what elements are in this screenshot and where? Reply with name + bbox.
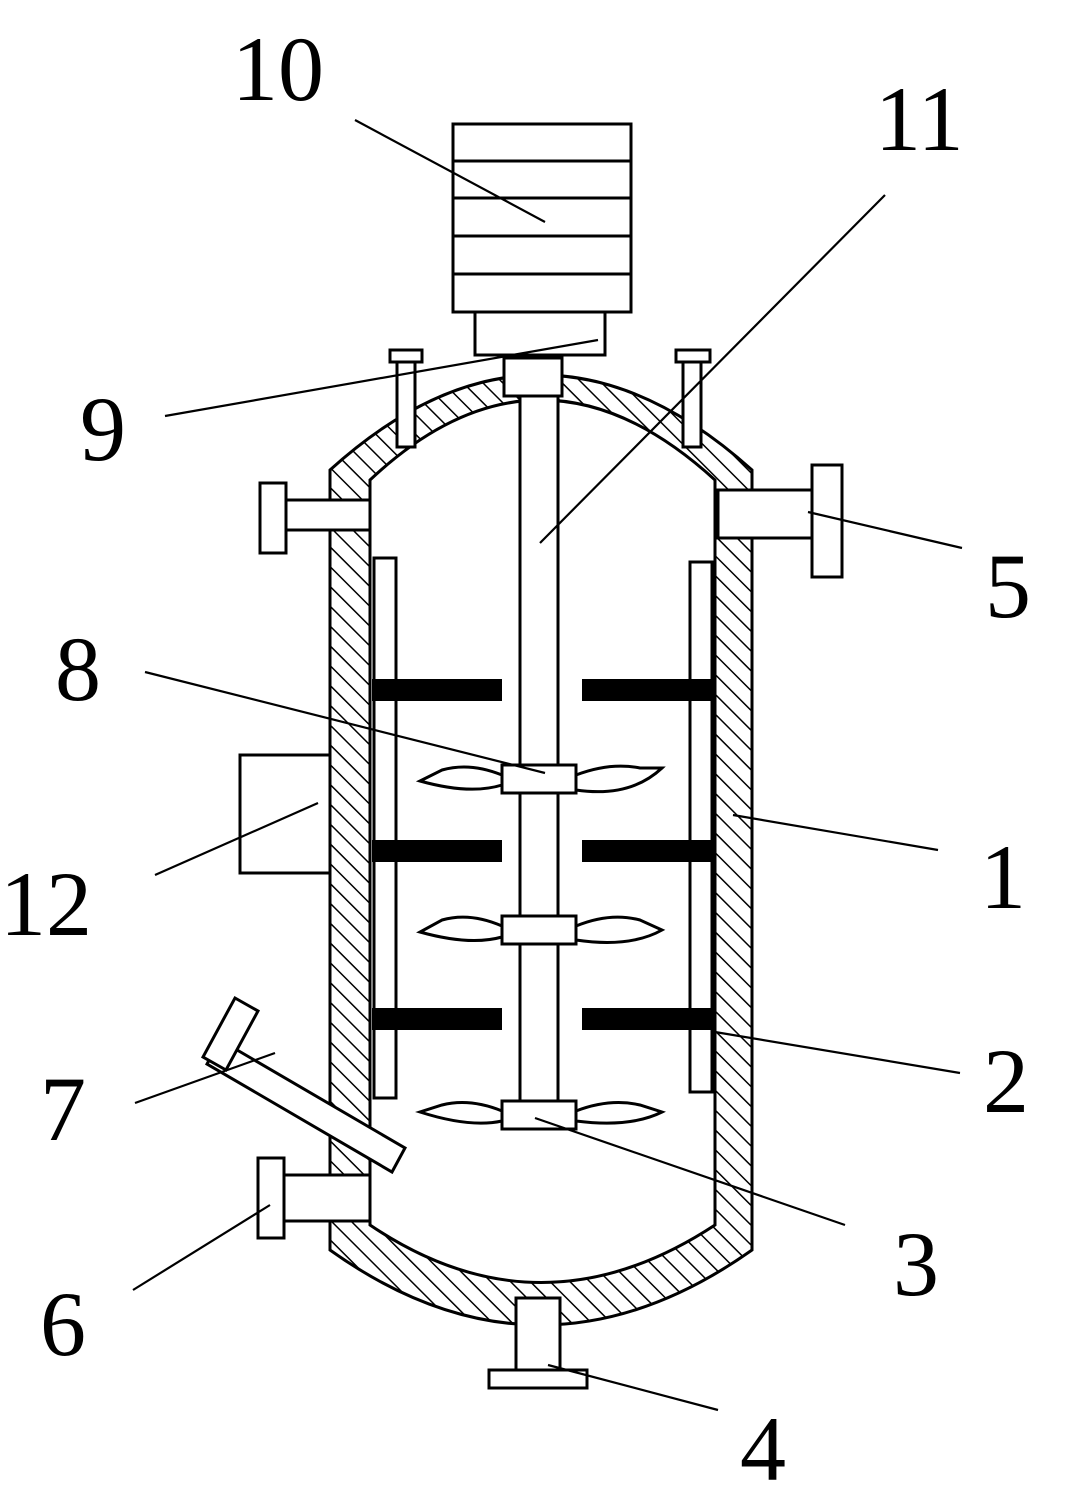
label-6: 6 xyxy=(40,1273,86,1375)
leader-8 xyxy=(144,670,546,775)
leader-4 xyxy=(547,1363,719,1412)
motor xyxy=(451,122,633,314)
black-bar-right-2 xyxy=(582,840,715,862)
leader-7 xyxy=(134,1051,276,1105)
leader-9 xyxy=(164,338,599,418)
label-9: 9 xyxy=(80,378,126,480)
black-bar-left-3 xyxy=(372,1008,502,1030)
label-5: 5 xyxy=(985,535,1031,637)
side-box xyxy=(238,753,332,875)
leader-3 xyxy=(534,1116,846,1227)
motor-base xyxy=(473,310,607,357)
label-3: 3 xyxy=(893,1213,939,1315)
inclined-feed-pipe xyxy=(200,995,408,1175)
leader-1 xyxy=(732,813,939,852)
label-2: 2 xyxy=(983,1030,1029,1132)
label-7: 7 xyxy=(40,1058,86,1160)
top-vent-left xyxy=(388,348,424,449)
bottom-discharge xyxy=(487,1296,589,1390)
left-inlet-pipe xyxy=(258,481,372,555)
black-bar-right-1 xyxy=(582,679,715,701)
impeller-upper xyxy=(415,763,666,795)
leader-10 xyxy=(354,119,546,223)
impeller-middle xyxy=(416,914,666,946)
right-inlet-pipe xyxy=(716,463,844,579)
black-bar-left-1 xyxy=(372,679,502,701)
label-1: 1 xyxy=(980,826,1026,928)
stirring-shaft xyxy=(518,394,560,1110)
top-vent-right xyxy=(674,348,712,449)
label-12: 12 xyxy=(0,853,92,955)
shaft-coupling xyxy=(502,356,564,398)
black-bar-right-3 xyxy=(582,1008,715,1030)
leader-5 xyxy=(807,510,963,550)
leader-11 xyxy=(539,194,886,544)
impeller-lower xyxy=(415,1099,666,1131)
left-lower-pipe xyxy=(256,1156,372,1240)
label-4: 4 xyxy=(740,1398,786,1499)
black-bar-left-2 xyxy=(372,840,502,862)
label-8: 8 xyxy=(55,618,101,720)
label-11: 11 xyxy=(875,68,964,170)
label-10: 10 xyxy=(232,18,324,120)
leader-6 xyxy=(132,1204,271,1291)
leader-2 xyxy=(714,1030,961,1075)
leader-12 xyxy=(154,801,319,877)
